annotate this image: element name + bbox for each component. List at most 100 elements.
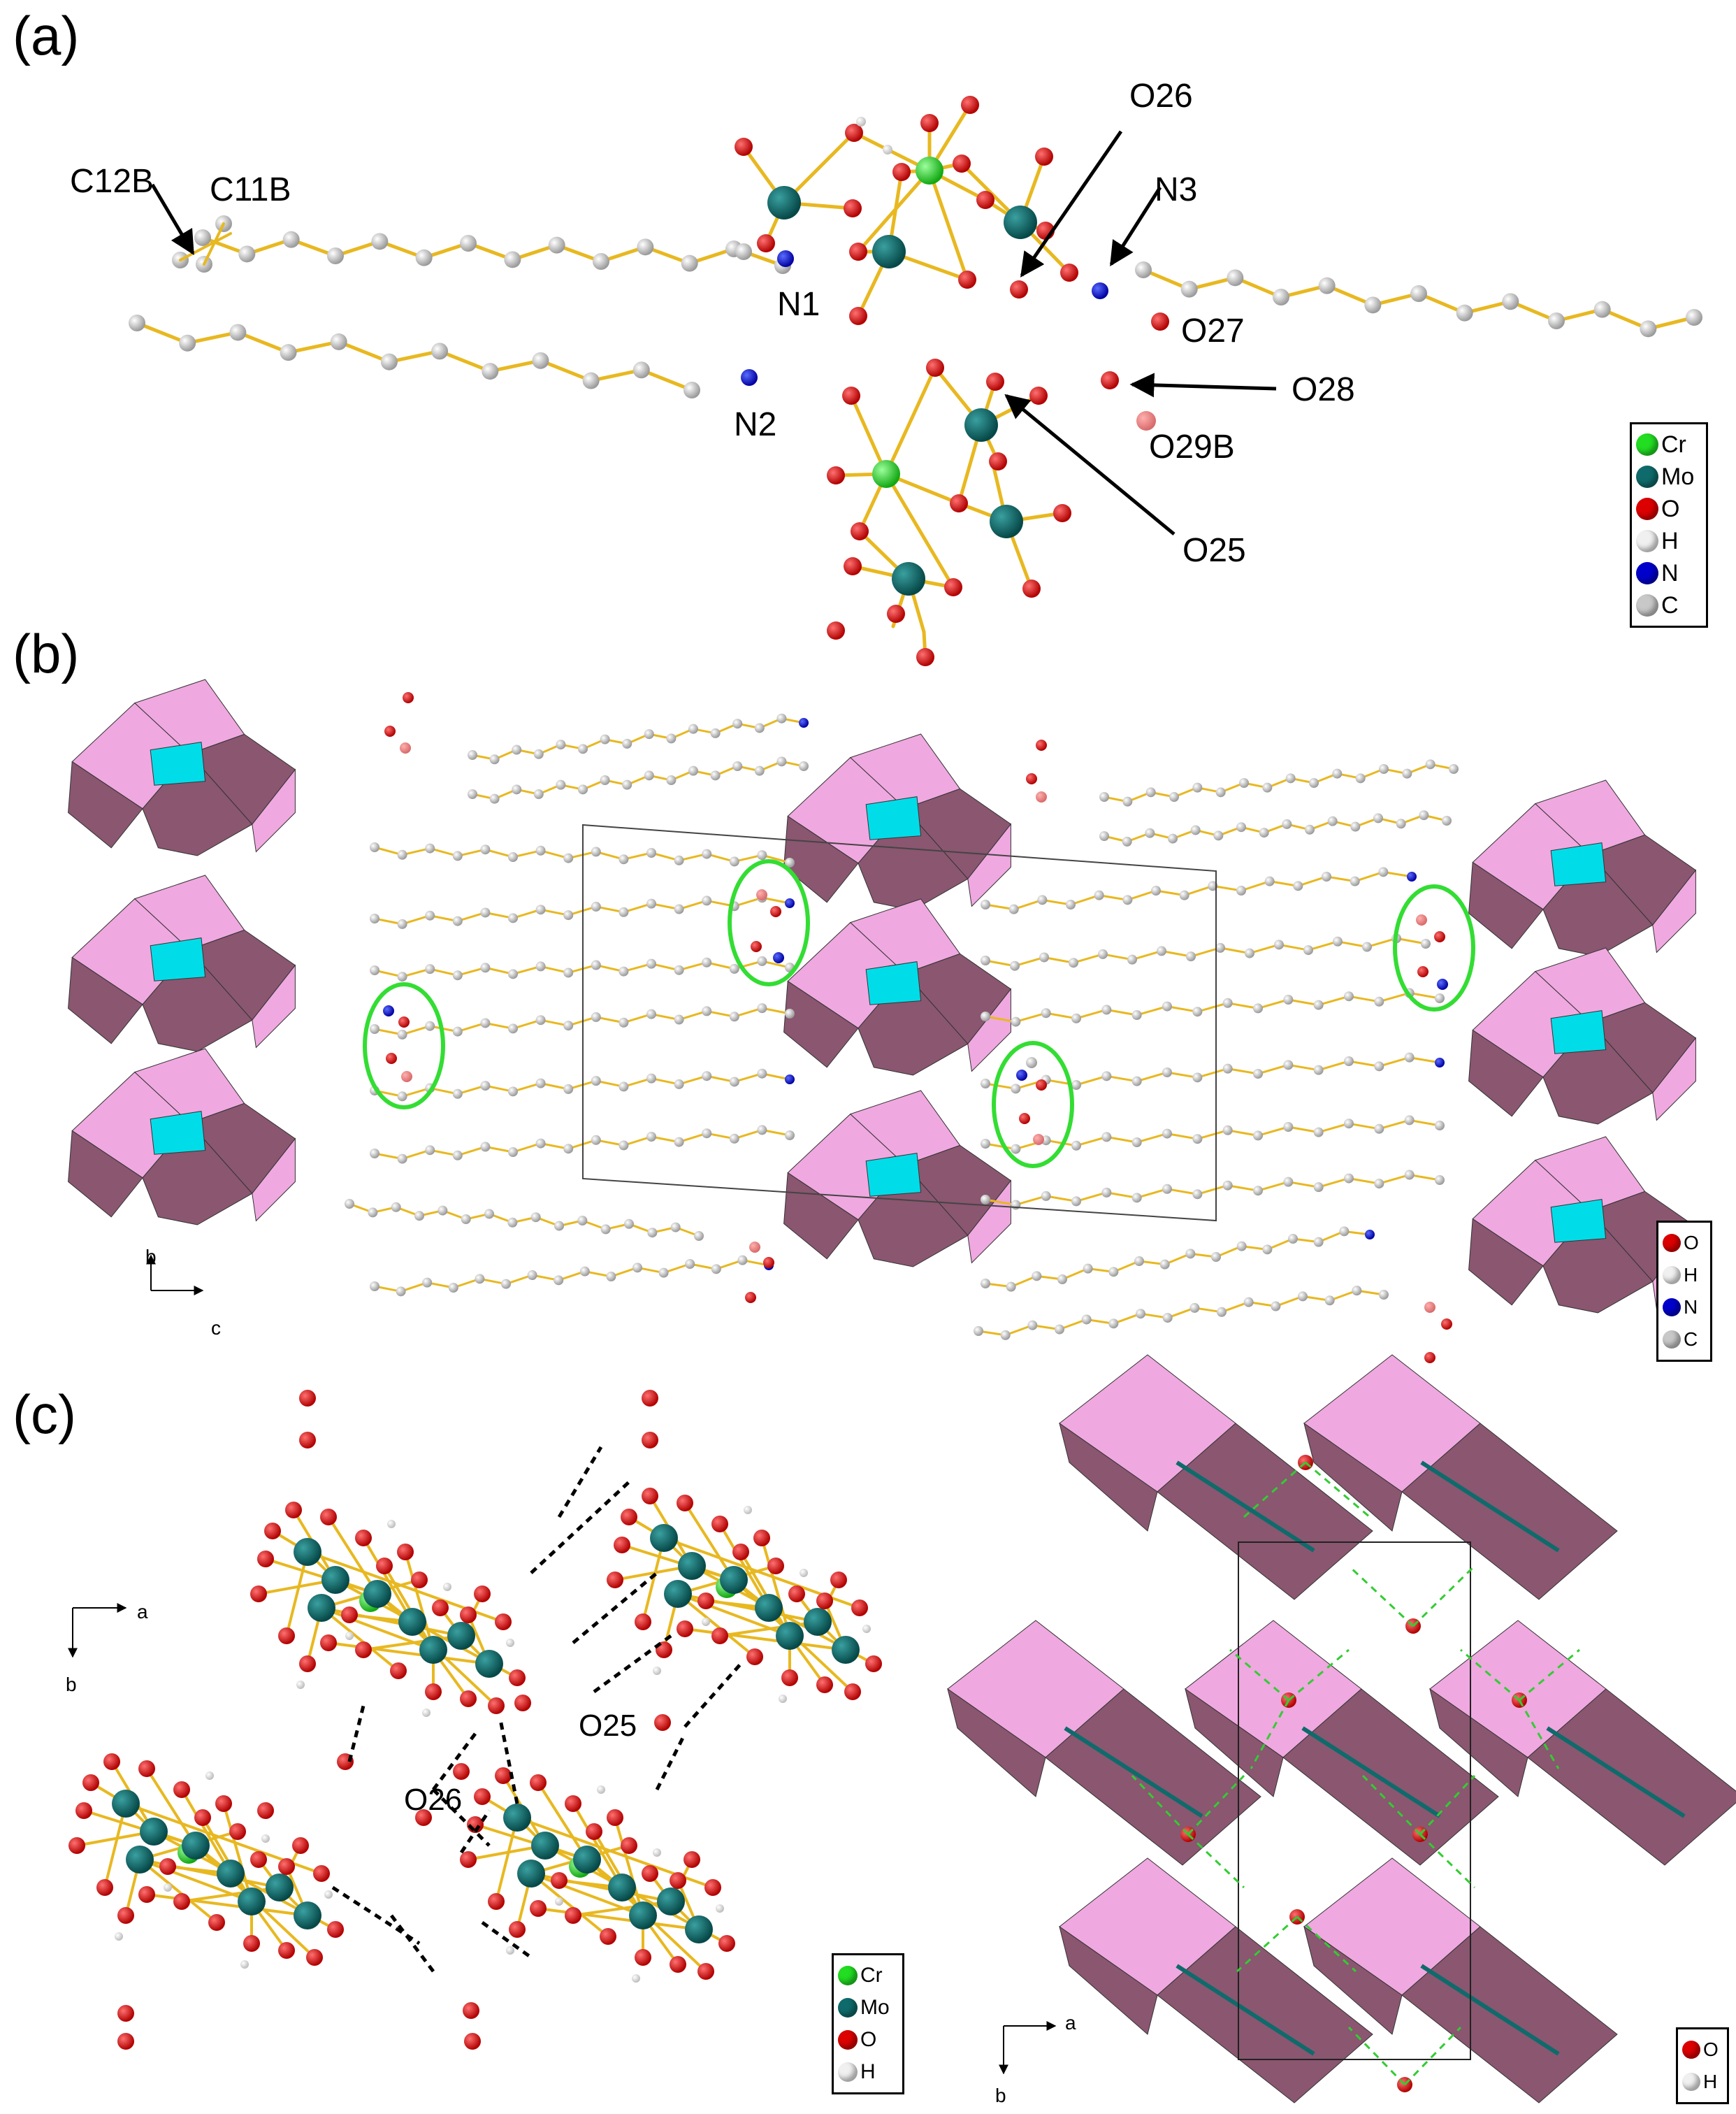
- c-atom: [785, 1130, 795, 1140]
- legend-panel-c-right: O H: [1676, 2027, 1729, 2104]
- octahedron-face: [1401, 1926, 1618, 2104]
- c-atom: [1374, 996, 1384, 1007]
- label-o26: O26: [1129, 78, 1193, 115]
- c-atom: [1379, 1290, 1389, 1300]
- c-atom: [710, 770, 721, 781]
- mo-atom: [657, 1888, 685, 1915]
- octahedron-face: [252, 768, 296, 853]
- label-o28: O28: [1292, 371, 1355, 408]
- bond: [1287, 998, 1320, 1007]
- bond: [1347, 995, 1380, 1003]
- octahedron-face: [1468, 1218, 1544, 1306]
- op-atom: [756, 889, 767, 900]
- legend-row-cr: Cr: [838, 1960, 897, 1992]
- hydrogen-bond: [1229, 1648, 1289, 1702]
- legend-text: H: [1684, 1264, 1698, 1286]
- h-atom: [653, 1848, 661, 1857]
- c-atom: [981, 1195, 990, 1205]
- bond: [488, 359, 542, 373]
- bond: [437, 349, 492, 373]
- c-atom: [1011, 1200, 1021, 1210]
- o-atom: [464, 2033, 481, 2050]
- c-atom: [480, 844, 491, 855]
- c-atom: [535, 1015, 546, 1026]
- legend-row-o: O: [1682, 2034, 1721, 2066]
- h-atom: [387, 1520, 396, 1528]
- c-atom: [674, 1014, 684, 1025]
- c-atom: [1108, 1267, 1119, 1277]
- c-atom: [1069, 958, 1078, 968]
- op-atom: [401, 1071, 412, 1082]
- hydrogen-bond: [1296, 1915, 1357, 1973]
- c-atom: [508, 1023, 518, 1034]
- c-atom: [415, 249, 433, 266]
- c-atom: [1180, 280, 1198, 298]
- c-atom: [757, 1003, 767, 1014]
- c-atom: [754, 723, 765, 733]
- c-atom: [556, 740, 566, 750]
- h-atom: [205, 1771, 214, 1780]
- bond: [1227, 1184, 1259, 1192]
- c-atom: [563, 1021, 574, 1031]
- c-atom: [1344, 1119, 1354, 1129]
- o-atom: [851, 522, 869, 540]
- bond: [320, 1606, 435, 1651]
- c-atom: [1282, 819, 1292, 829]
- polyhedron-cluster: [1468, 779, 1697, 957]
- o-atom: [138, 1760, 155, 1777]
- o-atom: [117, 2033, 134, 2050]
- c-atom: [530, 1212, 541, 1223]
- c-atom: [1041, 1191, 1051, 1201]
- o-atom: [958, 271, 976, 289]
- o-atom: [844, 1683, 861, 1700]
- h-atom: [345, 1632, 354, 1640]
- bond: [984, 1015, 1017, 1023]
- axis-a-label-right: a: [1065, 2012, 1076, 2034]
- legend-row-o: O: [1663, 1227, 1705, 1259]
- o-atom: [397, 1544, 414, 1560]
- c-atom: [368, 1207, 378, 1218]
- c-atom: [280, 344, 297, 361]
- hydrogen-bond: [432, 1788, 491, 1847]
- c-atom: [1162, 1128, 1172, 1139]
- c-atom: [600, 734, 610, 745]
- hydrogen-bond: [1187, 1774, 1245, 1836]
- o-atom: [1441, 1318, 1452, 1330]
- c-atom: [674, 965, 684, 975]
- hydrogen-bond: [347, 1705, 366, 1762]
- mo-chain: [1420, 1964, 1560, 2056]
- c-atom: [1283, 995, 1294, 1005]
- bond: [138, 1858, 253, 1903]
- bond: [383, 1565, 435, 1651]
- c-atom: [1318, 277, 1336, 294]
- hydrogen-bond: [1519, 1648, 1580, 1702]
- c-atom: [535, 845, 546, 856]
- o-atom: [926, 359, 944, 377]
- bond: [1136, 1005, 1169, 1016]
- o-atom: [670, 1956, 686, 1973]
- n-atom: [1016, 1070, 1027, 1081]
- o-atom: [770, 906, 781, 917]
- mo-atom: [321, 1566, 349, 1594]
- o-atom: [403, 692, 414, 703]
- cr-atom: [916, 157, 943, 185]
- c-atom: [508, 1147, 518, 1157]
- c-atom: [735, 243, 752, 260]
- legend-text: O: [1661, 495, 1680, 522]
- bond: [1069, 894, 1101, 906]
- o-atom: [159, 1858, 176, 1875]
- o-atom: [257, 1802, 274, 1819]
- highlight-ellipse: [992, 1041, 1074, 1168]
- c-atom: [688, 765, 698, 776]
- c-atom: [981, 1139, 990, 1149]
- c-atom: [448, 1283, 458, 1293]
- c-atom: [666, 733, 677, 744]
- bond: [1240, 880, 1271, 892]
- h-atom: [716, 1904, 724, 1913]
- polyhedron-plate: [1059, 1857, 1373, 2104]
- c-atom: [1071, 1196, 1081, 1207]
- c-atom: [480, 907, 491, 918]
- c-atom: [370, 1281, 379, 1291]
- legend-text: Mo: [860, 1996, 890, 2019]
- c-atom: [508, 1086, 518, 1097]
